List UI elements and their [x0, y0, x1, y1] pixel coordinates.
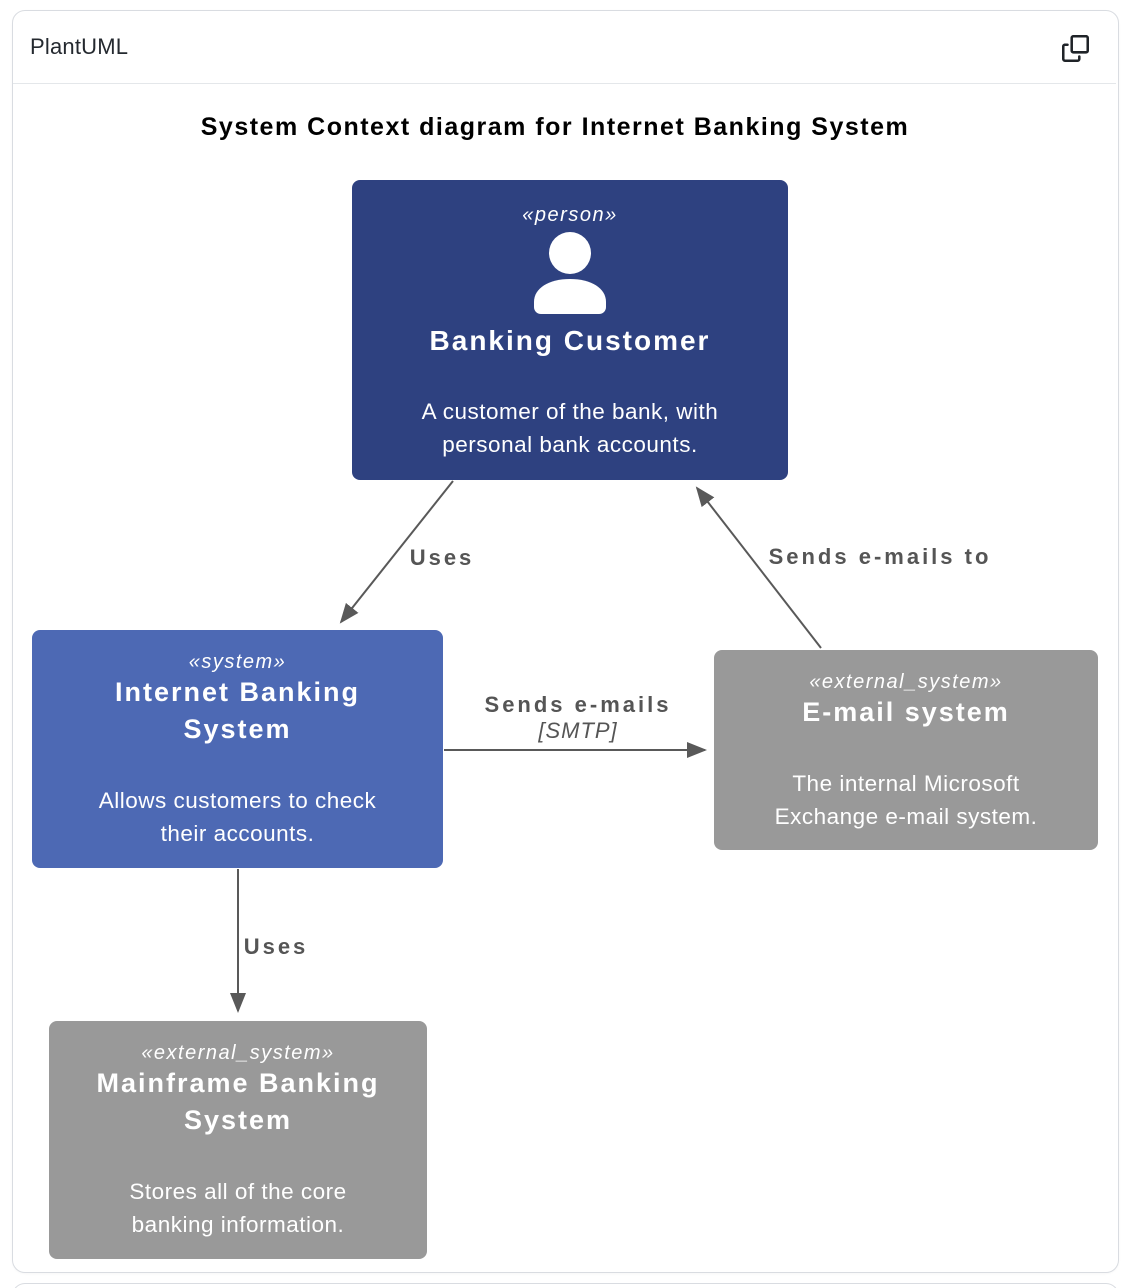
next-card-top-edge — [12, 1283, 1119, 1288]
edge-label-sends-emails: Sends e-mails — [484, 692, 672, 717]
person-icon — [533, 232, 607, 319]
node-name: Mainframe Banking System — [96, 1068, 380, 1135]
copy-icon — [1061, 34, 1089, 62]
edge-label-uses-2: Uses — [243, 934, 309, 959]
edge-label-smtp: [SMTP] — [538, 718, 618, 743]
stereotype-external-system: «external_system» — [809, 671, 1003, 693]
stereotype-system: «system» — [188, 651, 287, 673]
copy-button[interactable] — [1052, 26, 1098, 70]
stereotype-external-system: «external_system» — [141, 1042, 335, 1064]
node-internet-banking-system: «system» Internet Banking System Allows … — [32, 630, 443, 868]
edge-label-sends-emails-to: Sends e-mails to — [768, 544, 992, 569]
stereotype-person: «person» — [522, 204, 618, 226]
card-title: PlantUML — [30, 34, 129, 59]
node-description: Stores all of the core banking informati… — [129, 1179, 347, 1237]
node-description: A customer of the bank, with personal ba… — [421, 399, 719, 457]
node-name: Internet Banking System — [114, 677, 361, 744]
node-banking-customer: «person» Banking Customer A customer of … — [352, 180, 788, 480]
node-description: The internal Microsoft Exchange e-mail s… — [774, 771, 1038, 829]
edge-label-uses-1: Uses — [409, 545, 475, 570]
node-email-system: «external_system» E-mail system The inte… — [714, 650, 1098, 850]
diagram-title: System Context diagram for Internet Bank… — [200, 113, 910, 141]
header-divider — [13, 83, 1116, 84]
node-name: E-mail system — [802, 697, 1010, 727]
node-name: Banking Customer — [429, 325, 711, 356]
node-mainframe-banking-system: «external_system» Mainframe Banking Syst… — [49, 1021, 427, 1259]
node-description: Allows customers to check their accounts… — [98, 788, 377, 846]
